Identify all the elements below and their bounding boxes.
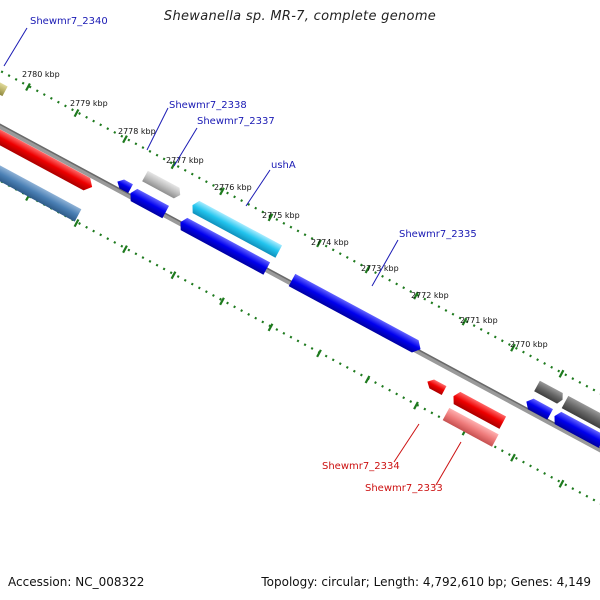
major-tick-mark xyxy=(316,349,322,358)
gene-label[interactable]: Shewmr7_2337 xyxy=(197,116,275,127)
major-tick-mark xyxy=(413,401,419,410)
tick-label: 2776 kbp xyxy=(214,183,252,192)
major-tick-mark xyxy=(73,108,80,118)
major-tick-mark xyxy=(267,213,274,222)
gene-shewmr7-2337[interactable] xyxy=(127,187,170,219)
gene-labels: Shewmr7_2340 Shewmr7_2338 Shewmr7_2337 u… xyxy=(30,16,477,494)
gene-red-right[interactable] xyxy=(450,390,507,429)
gene-steel-left[interactable] xyxy=(0,160,82,222)
gene-gray-right-1[interactable] xyxy=(534,380,565,405)
major-tick-mark xyxy=(219,187,225,196)
major-tick-mark xyxy=(461,317,468,326)
major-tick-mark xyxy=(413,291,419,300)
major-tick-mark xyxy=(558,479,565,488)
major-tick-mark xyxy=(558,369,565,378)
gene-label[interactable]: ushA xyxy=(271,160,296,171)
gene-label[interactable]: Shewmr7_2335 xyxy=(399,229,477,240)
gene-red-left[interactable] xyxy=(0,125,95,193)
gene-usha[interactable] xyxy=(189,199,283,258)
major-tick-mark xyxy=(25,82,31,92)
outer-tick-ring xyxy=(0,69,600,395)
major-tick-mark xyxy=(510,343,516,352)
gene-shewmr7-2333[interactable] xyxy=(442,407,499,447)
gene-shewmr7-2338[interactable] xyxy=(142,170,183,201)
gene-shewmr7-2340[interactable] xyxy=(0,74,8,97)
callout-line-2340 xyxy=(3,27,28,67)
map-title: Shewanella sp. MR-7, complete genome xyxy=(163,9,437,24)
callout-line-2333 xyxy=(435,441,462,486)
gene-blue-2[interactable] xyxy=(177,216,271,275)
major-tick-mark xyxy=(364,375,371,384)
tick-label: 2777 kbp xyxy=(166,156,204,165)
genome-summary-text: Topology: circular; Length: 4,792,610 bp… xyxy=(261,575,591,589)
callout-line-2334 xyxy=(393,423,420,463)
tick-label: 2773 kbp xyxy=(361,264,399,273)
gene-label[interactable]: Shewmr7_2340 xyxy=(30,16,108,27)
callout-line-usha xyxy=(245,169,271,207)
major-tick-mark xyxy=(170,271,177,280)
tick-labels: 2780 kbp 2779 kbp 2778 kbp 2777 kbp 2776… xyxy=(22,70,548,349)
major-tick-mark xyxy=(170,161,177,170)
tick-label: 2779 kbp xyxy=(70,99,108,108)
tick-label: 2775 kbp xyxy=(262,211,300,220)
gene-small-blue[interactable] xyxy=(115,177,133,194)
gene-label[interactable]: Shewmr7_2334 xyxy=(322,461,400,472)
accession-text: Accession: NC_008322 xyxy=(8,575,145,589)
callout-line-2337 xyxy=(173,127,198,167)
tick-label: 2770 kbp xyxy=(510,340,548,349)
tick-label: 2772 kbp xyxy=(411,291,449,300)
major-ticks xyxy=(25,82,565,378)
major-tick-mark xyxy=(73,218,80,228)
reverse-genes xyxy=(0,160,600,448)
callout-line-2338 xyxy=(146,107,169,151)
callout-lines xyxy=(3,27,462,486)
tick-label: 2771 kbp xyxy=(460,316,498,325)
major-tick-mark xyxy=(122,245,128,254)
tick-label: 2774 kbp xyxy=(311,238,349,247)
gene-label[interactable]: Shewmr7_2333 xyxy=(365,483,443,494)
callout-line-2335 xyxy=(371,239,399,287)
gene-blue-right-2[interactable] xyxy=(551,410,600,448)
gene-shewmr7-2334[interactable] xyxy=(425,377,447,395)
major-tick-mark xyxy=(316,239,322,248)
tick-label: 2780 kbp xyxy=(22,70,60,79)
major-tick-mark xyxy=(219,297,225,306)
gene-label[interactable]: Shewmr7_2338 xyxy=(169,100,247,111)
gene-shewmr7-2335[interactable] xyxy=(288,273,424,356)
major-tick-mark xyxy=(364,265,371,274)
inner-tick-ring xyxy=(0,179,600,505)
major-tick-mark xyxy=(510,453,516,462)
gene-blue-right-1[interactable] xyxy=(524,396,553,420)
major-tick-mark xyxy=(267,323,274,332)
tick-label: 2778 kbp xyxy=(118,127,156,136)
forward-genes xyxy=(0,74,600,432)
major-tick-mark xyxy=(122,135,128,144)
inner-major-ticks xyxy=(25,192,565,488)
